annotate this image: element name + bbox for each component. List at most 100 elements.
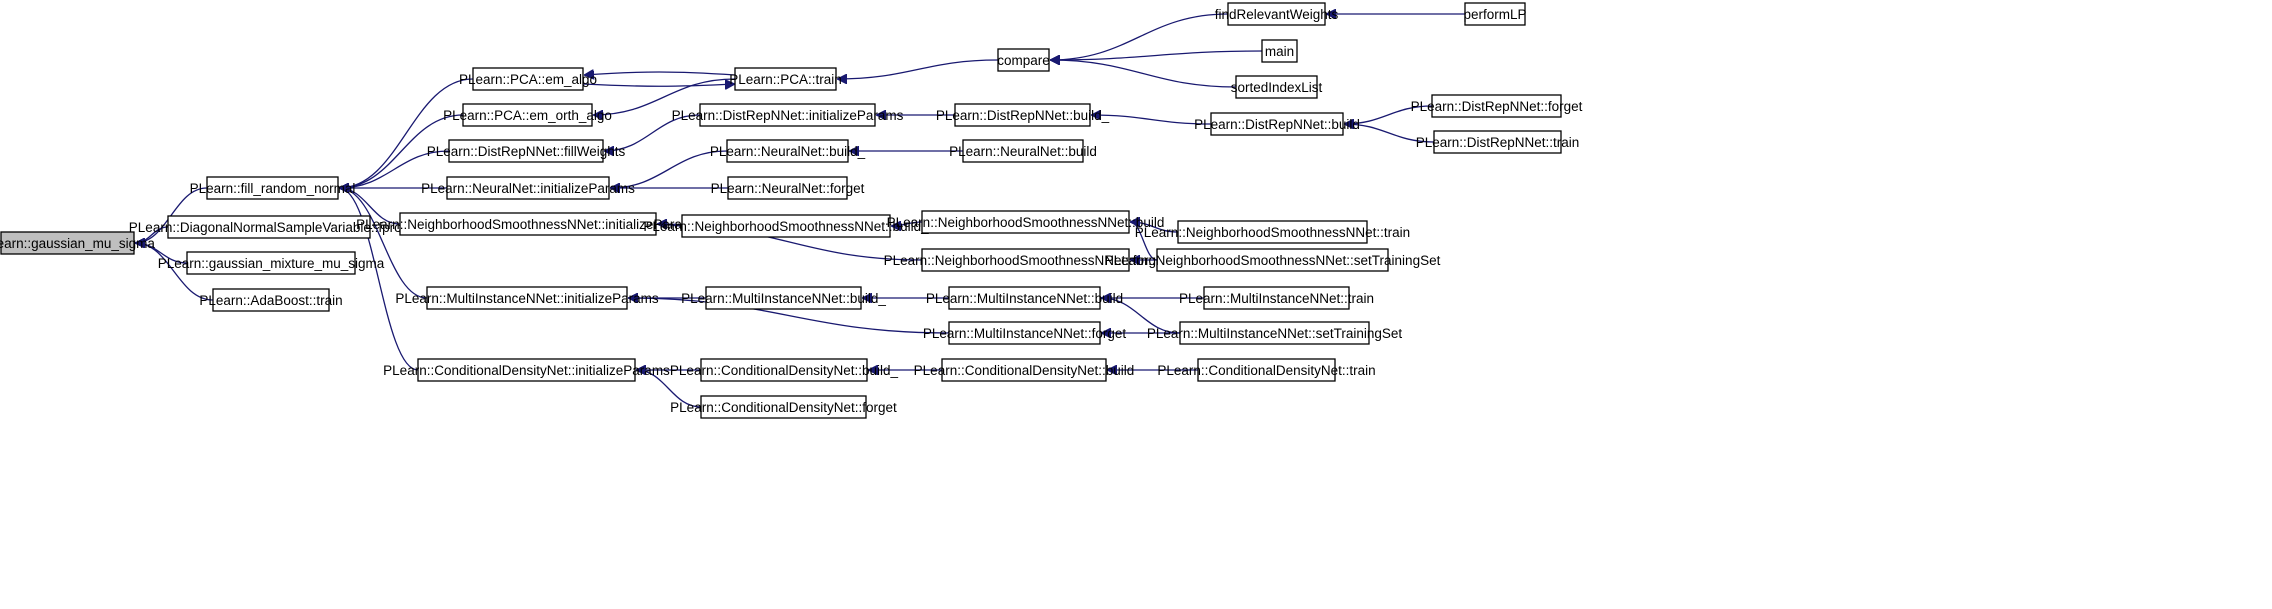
node-label: PLearn::PCA::train	[729, 72, 842, 87]
node-label: PLearn::MultiInstanceNNet::train	[1179, 291, 1374, 306]
node-box	[734, 67, 837, 91]
node-drnn_initparams[interactable]: PLearn::DistRepNNet::initializeParams	[672, 103, 904, 127]
node-box	[1235, 75, 1318, 99]
node-label: PLearn::gaussian_mixture_mu_sigma	[158, 256, 385, 271]
node-box	[448, 139, 604, 163]
node-label: PLearn::NeuralNet::build_	[710, 144, 866, 159]
node-gmm_mu_sigma[interactable]: PLearn::gaussian_mixture_mu_sigma	[158, 251, 385, 275]
node-box	[1431, 94, 1562, 118]
node-label: PLearn::DistRepNNet::build_	[936, 108, 1110, 123]
node-mi_build_[interactable]: PLearn::MultiInstanceNNet::build_	[681, 286, 886, 310]
edge-drnn_build-to-drnn_build_	[1091, 115, 1212, 125]
node-box	[941, 358, 1107, 382]
node-label: PLearn::NeighborhoodSmoothnessNNet::setT…	[1105, 253, 1441, 268]
node-box	[954, 103, 1091, 127]
node-compare[interactable]: compare	[997, 48, 1050, 72]
edge-drnn_train-to-drnn_build	[1344, 124, 1435, 143]
node-box	[1177, 220, 1368, 244]
node-gaussian_mu_sigma[interactable]: PLearn::gaussian_mu_sigma	[0, 231, 155, 255]
node-label: PLearn::ConditionalDensityNet::forget	[670, 400, 897, 415]
node-drnn_build_[interactable]: PLearn::DistRepNNet::build_	[936, 103, 1110, 127]
node-label: PLearn::DistRepNNet::forget	[1411, 99, 1583, 114]
node-fill_random_normal[interactable]: PLearn::fill_random_normal	[190, 176, 356, 200]
node-nsn_forget[interactable]: PLearn::NeighborhoodSmoothnessNNet::forg…	[884, 248, 1168, 272]
node-cdn_forget[interactable]: PLearn::ConditionalDensityNet::forget	[670, 395, 897, 419]
node-box	[948, 286, 1101, 310]
node-label: PLearn::NeighborhoodSmoothnessNNet::forg…	[884, 253, 1168, 268]
node-box	[206, 176, 339, 200]
node-adaboost_train[interactable]: PLearn::AdaBoost::train	[199, 288, 343, 312]
edge-drnn_forget-to-drnn_build	[1344, 105, 1433, 124]
node-label: PLearn::PCA::em_orth_algo	[443, 108, 612, 123]
node-cdn_build[interactable]: PLearn::ConditionalDensityNet::build	[914, 358, 1135, 382]
node-box	[726, 139, 849, 163]
edge-drnn_fillweights-to-fill_random_normal	[339, 150, 450, 188]
node-label: PLearn::gaussian_mu_sigma	[0, 236, 155, 251]
node-nn_build_[interactable]: PLearn::NeuralNet::build_	[710, 139, 866, 163]
node-drnn_forget[interactable]: PLearn::DistRepNNet::forget	[1411, 94, 1583, 118]
edge-cdn_initparams-to-fill_random_normal	[338, 188, 419, 371]
node-nsn_train[interactable]: PLearn::NeighborhoodSmoothnessNNet::trai…	[1135, 220, 1410, 244]
node-mi_forget[interactable]: PLearn::MultiInstanceNNet::forget	[923, 321, 1127, 345]
node-box	[681, 214, 891, 238]
node-nsn_build_[interactable]: PLearn::NeighborhoodSmoothnessNNet::buil…	[643, 214, 929, 238]
node-nsn_settrain[interactable]: PLearn::NeighborhoodSmoothnessNNet::setT…	[1105, 248, 1441, 272]
node-box	[167, 215, 371, 239]
edge-pca_train-to-pca_em_algo	[584, 72, 736, 75]
node-label: PLearn::NeighborhoodSmoothnessNNet::buil…	[643, 219, 929, 234]
node-label: sortedIndexList	[1231, 80, 1323, 95]
node-box	[1433, 130, 1562, 154]
node-mi_initparams[interactable]: PLearn::MultiInstanceNNet::initializePar…	[395, 286, 659, 310]
node-label: PLearn::MultiInstanceNNet::build	[926, 291, 1123, 306]
node-nsn_initparams[interactable]: PLearn::NeighborhoodSmoothnessNNet::init…	[356, 212, 700, 236]
node-label: PLearn::NeuralNet::build	[949, 144, 1097, 159]
node-nn_build[interactable]: PLearn::NeuralNet::build	[949, 139, 1097, 163]
node-mi_settrain[interactable]: PLearn::MultiInstanceNNet::setTrainingSe…	[1147, 321, 1403, 345]
edge-cdn_forget-to-cdn_initparams	[636, 370, 702, 408]
node-nn_forget[interactable]: PLearn::NeuralNet::forget	[711, 176, 865, 200]
edge-pca_em_algo-to-pca_train	[582, 84, 735, 86]
nodes-layer: PLearn::gaussian_mu_sigma PLearn::fill_ra…	[0, 2, 1583, 419]
node-cdn_train[interactable]: PLearn::ConditionalDensityNet::train	[1157, 358, 1376, 382]
node-label: main	[1265, 44, 1294, 59]
node-drnn_build[interactable]: PLearn::DistRepNNet::build	[1194, 112, 1360, 136]
edge-sortedindex-to-compare	[1050, 60, 1237, 88]
node-sortedindex[interactable]: sortedIndexList	[1231, 75, 1323, 99]
node-box	[472, 67, 584, 91]
node-diag_fprop[interactable]: PLearn::DiagonalNormalSampleVariable::fp…	[129, 215, 409, 239]
edge-pca_em_algo-to-fill_random_normal	[339, 78, 474, 188]
node-box	[1197, 358, 1336, 382]
node-box	[1227, 2, 1326, 26]
node-box	[446, 176, 610, 200]
node-cdn_initparams[interactable]: PLearn::ConditionalDensityNet::initializ…	[383, 358, 670, 382]
node-pca_em_orth[interactable]: PLearn::PCA::em_orth_algo	[443, 103, 612, 127]
node-box	[997, 48, 1050, 72]
node-box	[1261, 39, 1298, 63]
node-cdn_build_[interactable]: PLearn::ConditionalDensityNet::build_	[670, 358, 899, 382]
node-box	[426, 286, 628, 310]
node-box	[948, 321, 1101, 345]
node-label: PLearn::MultiInstanceNNet::forget	[923, 326, 1127, 341]
node-box	[705, 286, 862, 310]
edge-main-to-compare	[1050, 50, 1263, 60]
node-pca_em_algo[interactable]: PLearn::PCA::em_algo	[459, 67, 597, 91]
edge-pca_em_orth-to-fill_random_normal	[339, 114, 464, 188]
node-nsn_build[interactable]: PLearn::NeighborhoodSmoothnessNNet::buil…	[887, 210, 1165, 234]
node-box	[1464, 2, 1526, 26]
node-findrelevant[interactable]: findRelevantWeights	[1215, 2, 1339, 26]
edge-nn_build_-to-nn_initparams	[610, 150, 728, 188]
node-drnn_fillweights[interactable]: PLearn::DistRepNNet::fillWeights	[427, 139, 626, 163]
node-main[interactable]: main	[1261, 39, 1298, 63]
node-performlp[interactable]: performLP	[1463, 2, 1527, 26]
node-nn_initparams[interactable]: PLearn::NeuralNet::initializeParams	[421, 176, 635, 200]
node-pca_train[interactable]: PLearn::PCA::train	[729, 67, 842, 91]
node-label: PLearn::DistRepNNet::initializeParams	[672, 108, 904, 123]
node-mi_build[interactable]: PLearn::MultiInstanceNNet::build	[926, 286, 1123, 310]
node-mi_train[interactable]: PLearn::MultiInstanceNNet::train	[1179, 286, 1374, 310]
node-label: PLearn::DistRepNNet::fillWeights	[427, 144, 626, 159]
node-label: PLearn::DistRepNNet::build	[1194, 117, 1360, 132]
node-drnn_train[interactable]: PLearn::DistRepNNet::train	[1416, 130, 1580, 154]
edge-nsn_build-to-nsn_build_	[891, 222, 923, 226]
node-label: PLearn::ConditionalDensityNet::initializ…	[383, 363, 670, 378]
